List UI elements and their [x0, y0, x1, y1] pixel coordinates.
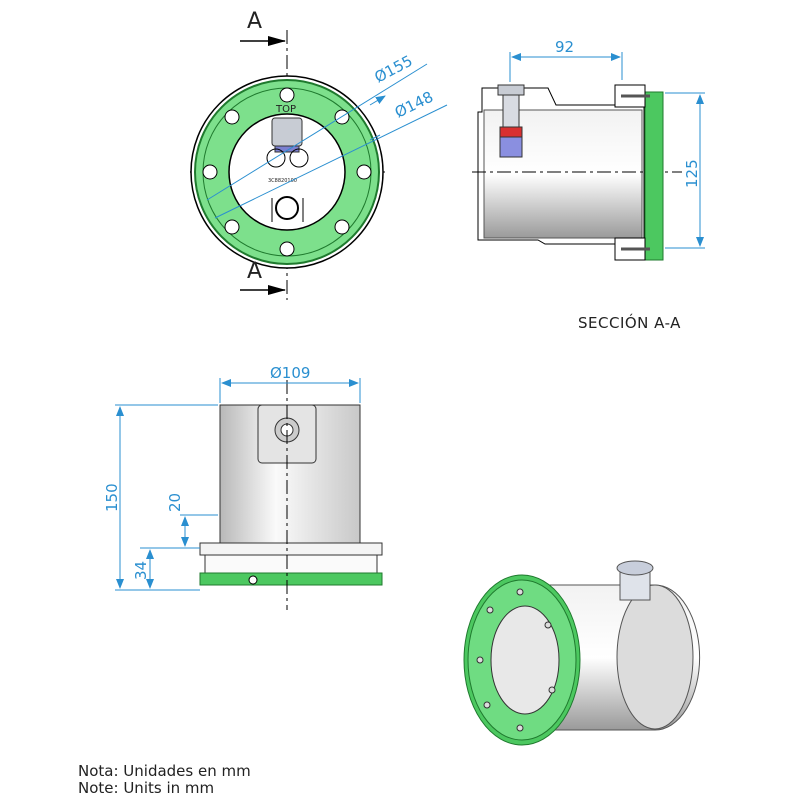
dim-height: 125 — [683, 159, 701, 188]
dim-body-diameter: Ø109 — [270, 364, 310, 382]
part-code: 3C8820100 — [268, 178, 297, 184]
screw-icons — [202, 87, 372, 257]
section-view: 92 125 — [472, 38, 705, 261]
isometric-view — [463, 560, 701, 746]
dim-depth: 92 — [555, 38, 574, 56]
dim-inner-diameter: Ø148 — [392, 88, 436, 122]
note-english: Note: Units in mm — [78, 779, 215, 797]
dim-outer-diameter: Ø155 — [371, 52, 415, 87]
section-caption: SECCIÓN A-A — [578, 314, 681, 332]
dim-flange: 20 — [166, 493, 184, 512]
front-view: TOP 3C8820100 A A Ø155 Ø148 — [190, 9, 448, 300]
section-mark-bottom: A — [247, 259, 262, 284]
dim-base: 34 — [132, 561, 150, 580]
top-label: TOP — [275, 104, 296, 115]
side-view: Ø109 150 20 34 — [103, 364, 383, 610]
dim-total-height: 150 — [103, 483, 121, 512]
section-mark-top: A — [247, 9, 262, 34]
note-spanish: Nota: Unidades en mm — [78, 762, 251, 780]
